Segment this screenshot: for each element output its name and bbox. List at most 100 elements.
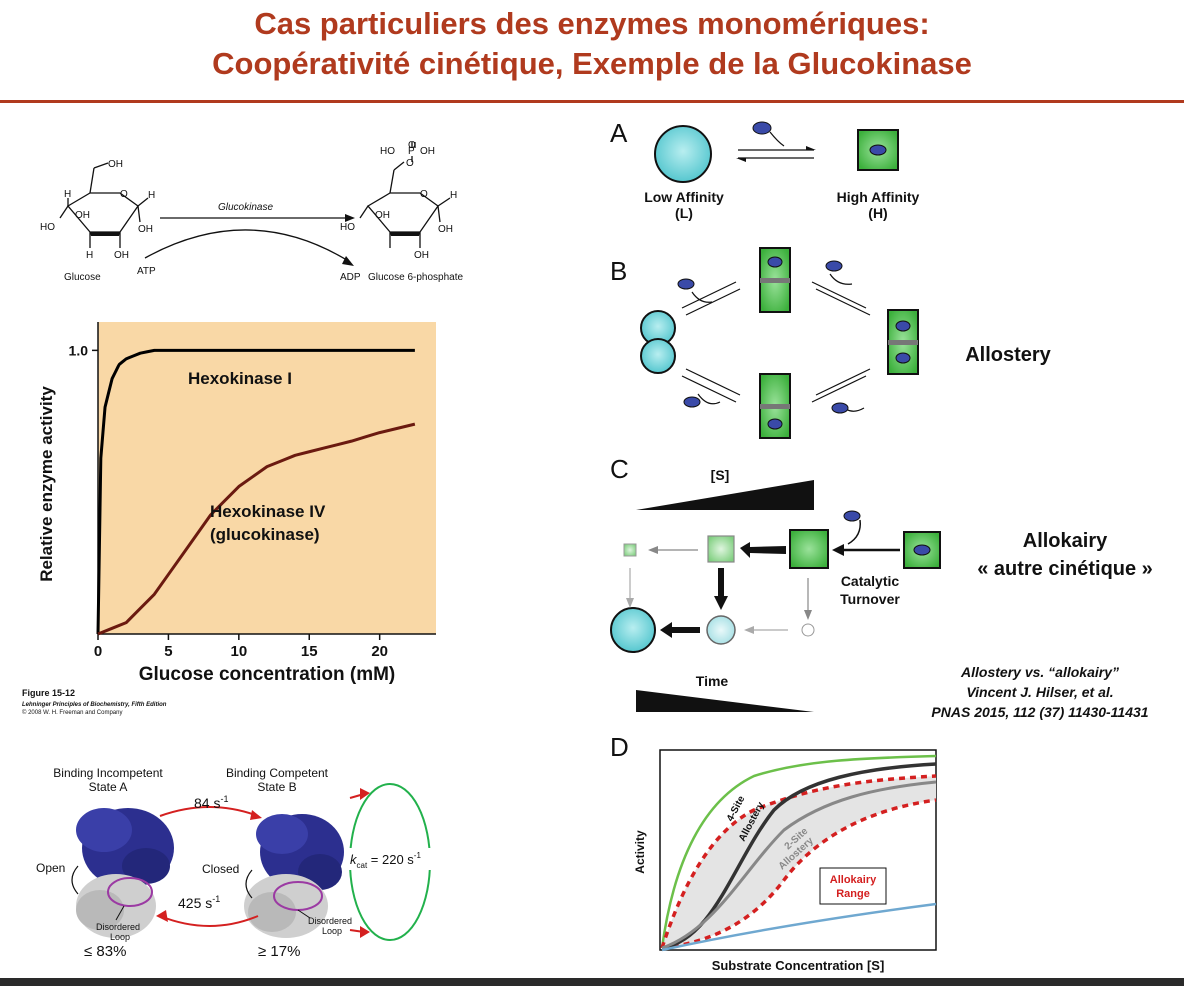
glucose-h-1: H: [64, 189, 71, 200]
catalytic-turnover-label: Catalytic: [841, 573, 900, 589]
glucose-h-2: H: [148, 190, 155, 201]
x-tick-label: 0: [94, 643, 102, 660]
allostery-label: Allostery: [965, 344, 1051, 366]
g6p-label: Glucose 6-phosphate: [368, 272, 464, 283]
forward-rate-arrow: [159, 806, 259, 817]
figure-label: Figure 15-12: [22, 688, 75, 698]
panel-a-letter: A: [610, 118, 628, 148]
state-a-title: Binding Incompetent: [53, 766, 163, 780]
glucose-label: Glucose: [64, 272, 101, 283]
allokairy-subtitle: « autre cinétique »: [977, 558, 1153, 580]
high-affinity-symbol: (H): [868, 205, 887, 221]
glucose-oh-right: OH: [138, 224, 153, 235]
closed-label: Closed: [202, 862, 239, 876]
loop-a-label-2: Loop: [110, 932, 130, 942]
ligand-icon: [752, 121, 772, 135]
glucose-ring-o: O: [120, 189, 128, 200]
g6p-h: H: [450, 190, 457, 201]
phosphate-ho: HO: [380, 146, 395, 157]
kcat-symbol: k: [350, 852, 358, 867]
svg-text:kcat = 220 s-1: kcat = 220 s-1: [350, 851, 421, 870]
allostery-cycle: [640, 247, 919, 439]
glucose-oh-top: OH: [108, 159, 123, 170]
glucose-ho: HO: [40, 222, 55, 233]
forward-rate-exponent: -1: [220, 794, 228, 804]
g6p-oh-ring: OH: [375, 210, 390, 221]
panel-b-letter: B: [610, 256, 627, 286]
title-line-1: Cas particuliers des enzymes monomérique…: [254, 6, 930, 41]
g6p-ho: HO: [340, 222, 355, 233]
kcat-exponent: -1: [414, 851, 422, 860]
state-a-subtitle: State A: [89, 780, 128, 794]
panel-c-letter: C: [610, 454, 629, 484]
glucokinase-states-diagram: Binding Incompetent State A Binding Comp…: [36, 766, 432, 960]
glucose-oh-bottom: OH: [114, 250, 129, 261]
allokairy-range-chart: D 4-Site Allostery 2-Site Allostery Allo…: [610, 732, 937, 973]
allokairy-range-label-2: Range: [836, 888, 870, 900]
enzyme-label: Glucokinase: [218, 202, 273, 213]
citation-title: Allostery vs. “allokairy”: [961, 664, 1119, 680]
x-axis-label: Glucose concentration (mM): [139, 664, 396, 685]
panel-d-x-label: Substrate Concentration [S]: [712, 958, 885, 973]
bottom-bar: [0, 978, 1184, 986]
slide-title: Cas particuliers des enzymes monomérique…: [0, 4, 1184, 84]
chart-plot-background: [98, 322, 436, 634]
time-gradient-wedge: [636, 690, 814, 712]
x-tick-label: 10: [230, 643, 247, 660]
two-site-allostery-curve: [661, 780, 937, 950]
phosphate-o-top: O: [408, 140, 416, 151]
low-affinity-label: Low Affinity: [644, 189, 724, 205]
reverse-rate-arrow: [159, 915, 259, 927]
high-affinity-label: High Affinity: [837, 189, 920, 205]
open-label: Open: [36, 861, 65, 875]
x-tick-label: 20: [371, 643, 388, 660]
x-tick-label: 15: [301, 643, 318, 660]
upper-range-boundary: [660, 774, 937, 949]
time-gradient-label: Time: [696, 673, 729, 689]
series-label-glucokinase: (glucokinase): [210, 525, 320, 544]
state-a-population: ≤ 83%: [84, 943, 126, 960]
citation-authors: Vincent J. Hilser, et al.: [966, 684, 1114, 700]
title-divider: [0, 100, 1184, 103]
loop-b-label-2: Loop: [322, 926, 342, 936]
g6p-oh-right: OH: [438, 224, 453, 235]
hexokinase-i-curve: [96, 348, 415, 635]
svg-text:84 s-1: 84 s-1: [194, 794, 228, 811]
citation: Allostery vs. “allokairy” Vincent J. Hil…: [900, 662, 1180, 722]
title-line-2: Coopérativité cinétique, Exemple de la G…: [212, 46, 972, 81]
phosphate-p: P: [408, 146, 415, 157]
forward-rate-label: 84 s: [194, 795, 220, 811]
baseline-curve: [661, 902, 937, 952]
panel-d-letter: D: [610, 732, 629, 762]
substrate-gradient-label: [S]: [711, 467, 730, 483]
reverse-rate-label: 425 s: [178, 895, 212, 911]
series-label-hexokinase-i: Hexokinase I: [188, 369, 292, 388]
phosphate-o-link: O: [406, 158, 414, 169]
loop-a-label: Disordered: [96, 922, 140, 932]
reverse-rate-exponent: -1: [212, 894, 220, 904]
allokairy-time-course: [610, 510, 941, 653]
allostery-panels-diagram: A Low Affinity (L) High Affinity (H) B: [610, 118, 941, 712]
adp-label: ADP: [340, 272, 361, 283]
svg-text:425 s-1: 425 s-1: [178, 894, 220, 911]
series-label-hexokinase-iv: Hexokinase IV: [210, 502, 326, 521]
loop-b-label: Disordered: [308, 916, 352, 926]
hyperbolic-curve: [660, 754, 937, 949]
kcat-value: = 220 s: [367, 852, 414, 867]
glucose-h-3: H: [86, 250, 93, 261]
low-affinity-state-circle: [654, 125, 712, 183]
atp-label: ATP: [137, 266, 156, 277]
lower-range-boundary: [661, 798, 937, 950]
protein-state-b: [244, 814, 344, 938]
hexokinase-iv-curve: [97, 422, 416, 636]
catalytic-turnover-label-2: Turnover: [840, 591, 900, 607]
phosphate-oh: OH: [420, 146, 435, 157]
protein-state-a: [76, 808, 174, 938]
y-tick-label: 1.0: [69, 342, 89, 358]
copyright-credit: © 2008 W. H. Freeman and Company: [22, 709, 122, 716]
state-b-title: Binding Competent: [226, 766, 329, 780]
x-tick-label: 5: [164, 643, 172, 660]
low-affinity-symbol: (L): [675, 205, 693, 221]
allokairy-label: Allokairy: [1022, 530, 1108, 552]
allokairy-range-label: Allokairy: [830, 874, 877, 886]
